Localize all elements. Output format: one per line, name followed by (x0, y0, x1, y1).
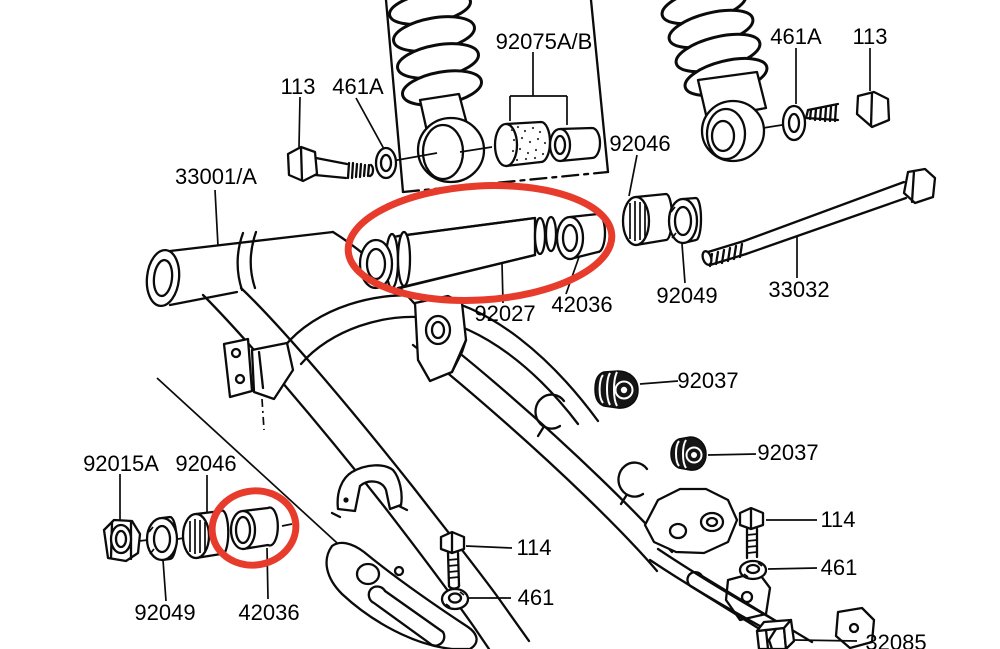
chain-guide-clamp (336, 464, 403, 513)
shock-absorber-left (384, 0, 610, 194)
label-swingarm: 33001/A (175, 164, 257, 189)
cable-guide-front (534, 393, 566, 430)
damper-grommet-lower (670, 436, 707, 471)
label-bolt-top-right: 113 (852, 24, 887, 49)
label-washer-top-left: 461A (332, 74, 384, 99)
washer-461-mid (440, 587, 470, 611)
label-bearing-lower: 92046 (175, 451, 236, 476)
label-washer-torque-link: 461 (821, 555, 858, 580)
label-washer-top-right: 461A (770, 24, 822, 49)
label-seal-lower: 92049 (134, 600, 195, 625)
detail-box-right-edge (589, 0, 610, 174)
chain-guard-block (755, 618, 796, 649)
bolt-114-mid (439, 530, 466, 590)
label-bolt-top-left: 113 (280, 74, 315, 99)
washer-461a-right (781, 104, 807, 142)
torque-link-bracket (643, 487, 739, 555)
bolt-113-right (804, 90, 891, 129)
bushing-42036-lower (229, 506, 293, 551)
label-chain-guard-block: 32085 (865, 630, 926, 649)
bushing-42036-upper (555, 212, 607, 261)
washer-461a-left (374, 146, 398, 180)
damper-grommet-upper (594, 370, 639, 409)
label-bolt-torque-link: 114 (820, 507, 855, 532)
cable-guide-rear (617, 461, 649, 498)
label-damper-upper: 92037 (677, 368, 738, 393)
pivot-bolt-33032 (701, 167, 937, 268)
needle-bearing-92046-upper (621, 192, 674, 247)
label-bolt-chain-guide: 114 (516, 535, 551, 560)
shock-absorber-right (660, 0, 783, 163)
lock-nut-92015a (102, 518, 142, 563)
label-bushing-lower: 42036 (238, 600, 299, 625)
brake-stay-tab (222, 337, 254, 399)
label-pivot-sleeve: 92027 (474, 301, 535, 326)
highlight-ellipse-lower (208, 487, 300, 569)
label-shock-bushing-set: 92075A/B (496, 29, 593, 54)
bolt-114-right (738, 506, 765, 560)
label-washer-chain-guide: 461 (518, 585, 555, 610)
label-lock-nut: 92015A (83, 451, 159, 476)
bolt-113-left (286, 145, 375, 183)
pivot-sleeve-92027 (358, 215, 558, 292)
label-bearing-upper: 92046 (609, 131, 670, 156)
grease-seal-92049-upper (667, 196, 703, 245)
pivot-axis-line (156, 377, 349, 554)
label-pivot-bolt: 33032 (768, 277, 829, 302)
chain-slider-fork (325, 541, 478, 649)
label-damper-lower: 92037 (757, 440, 818, 465)
grease-seal-92049-lower (145, 515, 179, 562)
label-bushing-upper: 42036 (551, 292, 612, 317)
leader-lines (119, 48, 871, 642)
highlight-ellipse-upper (344, 182, 616, 304)
label-seal-upper: 92049 (656, 283, 717, 308)
washer-461-right (738, 559, 768, 581)
shock-bushing-knurled (493, 120, 552, 168)
shock-bushing-small (548, 126, 602, 163)
